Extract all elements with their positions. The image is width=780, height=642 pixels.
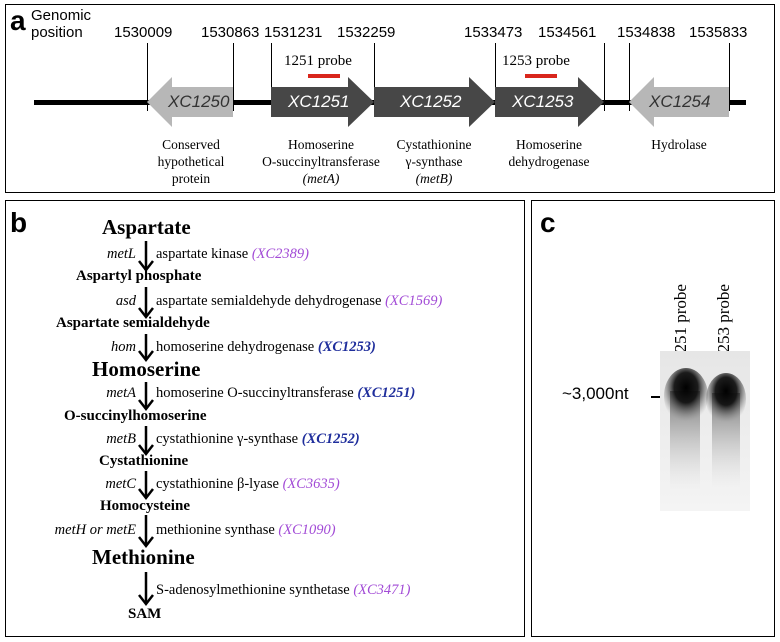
metabolite-cystathionine: Cystathionine [99, 453, 189, 469]
xc-id: (XC1252) [301, 431, 360, 447]
gene-name-xc1253: XC1253 [512, 92, 574, 111]
lane-label-1253: 1253 probe [714, 284, 733, 361]
position-label-6: 1534838 [617, 24, 676, 41]
gene-function-xc1253: Homoserine dehydrogenase [508, 137, 590, 169]
metabolite-methionine: Methionine [92, 545, 195, 569]
position-label-3: 1532259 [337, 24, 396, 41]
position-label-5: 1534561 [538, 24, 597, 41]
metabolite-homoserine: Homoserine [92, 357, 201, 381]
position-label-2: 1531231 [264, 24, 323, 41]
metabolite-aspartyl-phosphate: Aspartyl phosphate [76, 268, 202, 284]
gene-arrow-xc1250 [147, 77, 233, 127]
xc-id: (XC3635) [282, 476, 340, 492]
lane-label-1251: 1251 probe [671, 284, 690, 361]
genomic-title-line1: Genomic [31, 7, 92, 24]
gene-symbol-meth-mete: metH or metE [54, 522, 136, 538]
panel-c: c 1251 probe 1253 probe ~3,000nt [531, 200, 775, 637]
metabolite-o-succinylhomoserine: O-succinylhomoserine [64, 408, 207, 424]
size-marker-label: ~3,000nt [562, 384, 629, 403]
probe-label-1251: 1251 probe [284, 53, 352, 69]
probe-bar-1251 [308, 74, 340, 78]
gene-map [34, 77, 746, 127]
enzyme-step-2: aspartate semialdehyde dehydrogenase (XC… [156, 293, 443, 309]
gene-arrow-xc1254 [629, 77, 729, 127]
gene-function-xc1252: Cystathionine γ-synthase (metB) [396, 137, 472, 186]
gene-arrow-xc1251 [271, 77, 374, 127]
panel-b: b Aspartate Aspartyl phosphate Aspartate… [5, 200, 525, 637]
enzyme-step-7: methionine synthase (XC1090) [156, 522, 336, 538]
position-tick [271, 43, 272, 111]
position-tick [233, 43, 234, 111]
genomic-position-title: Genomic position [31, 7, 91, 41]
enzyme-step-4: homoserine O-succinyltransferase (XC1251… [156, 385, 416, 401]
gene-symbol-hom: hom [111, 339, 136, 355]
gene-function-xc1254: Hydrolase [651, 137, 707, 152]
gene-name-xc1250: XC1250 [168, 92, 230, 111]
position-tick [495, 43, 496, 111]
enzyme-step-6: cystathionine β-lyase (XC3635) [156, 476, 340, 492]
position-tick [629, 43, 630, 111]
xc-id: (XC1251) [357, 385, 416, 401]
xc-id: (XC3471) [353, 582, 411, 598]
enzyme-step-1: aspartate kinase (XC2389) [156, 246, 310, 262]
panel-a: a Genomic position 1530009 1530863 15312… [5, 4, 775, 193]
position-tick [729, 43, 730, 111]
enzyme-step-8: S-adenosylmethionine synthetase (XC3471) [156, 582, 411, 598]
gene-name-xc1252: XC1252 [400, 92, 462, 111]
panel-b-label: b [10, 207, 28, 238]
lane-1251-band [664, 368, 708, 424]
gene-arrow-xc1252 [374, 77, 495, 127]
xc-id: (XC1253) [317, 339, 376, 355]
position-tick [147, 43, 148, 111]
lane-1253-band [706, 373, 746, 425]
gene-function-xc1251: Homoserine O-succinyltransferase (metA) [262, 137, 380, 186]
gene-arrow-xc1253 [495, 77, 604, 127]
panel-a-label: a [10, 5, 26, 36]
position-label-7: 1535833 [689, 24, 748, 41]
gene-symbol-asd: asd [115, 293, 136, 309]
metabolite-aspartate-semialdehyde: Aspartate semialdehyde [56, 315, 210, 331]
enzyme-step-5: cystathionine γ-synthase (XC1252) [156, 431, 360, 447]
position-label-0: 1530009 [114, 24, 173, 41]
metabolite-sam: SAM [128, 606, 162, 622]
gene-symbol-metb: metB [106, 431, 136, 447]
enzyme-step-3: homoserine dehydrogenase (XC1253) [156, 339, 376, 355]
panel-c-label: c [540, 207, 556, 238]
xc-id: (XC2389) [251, 246, 310, 262]
gene-name-xc1251: XC1251 [288, 92, 350, 111]
metabolite-homocysteine: Homocysteine [100, 498, 190, 514]
position-label-4: 1533473 [464, 24, 523, 41]
xc-id: (XC1090) [278, 522, 336, 538]
gene-symbol-meta: metA [106, 385, 136, 401]
metabolite-aspartate: Aspartate [102, 215, 191, 239]
gene-symbol-metc: metC [105, 476, 136, 492]
probe-label-1253: 1253 probe [502, 53, 570, 69]
pathway-arrows [138, 241, 154, 607]
gene-symbol-metl: metL [107, 246, 136, 262]
northern-blot [660, 351, 750, 511]
position-tick [604, 43, 605, 111]
gene-name-xc1254: XC1254 [649, 92, 711, 111]
position-tick [374, 43, 375, 111]
gene-function-xc1250: Conserved hypothetical protein [157, 137, 225, 186]
xc-id: (XC1569) [385, 293, 443, 309]
probe-bar-1253 [525, 74, 557, 78]
genomic-title-line2: position [31, 24, 83, 41]
position-label-1: 1530863 [201, 24, 260, 41]
size-marker-tick [651, 396, 661, 398]
